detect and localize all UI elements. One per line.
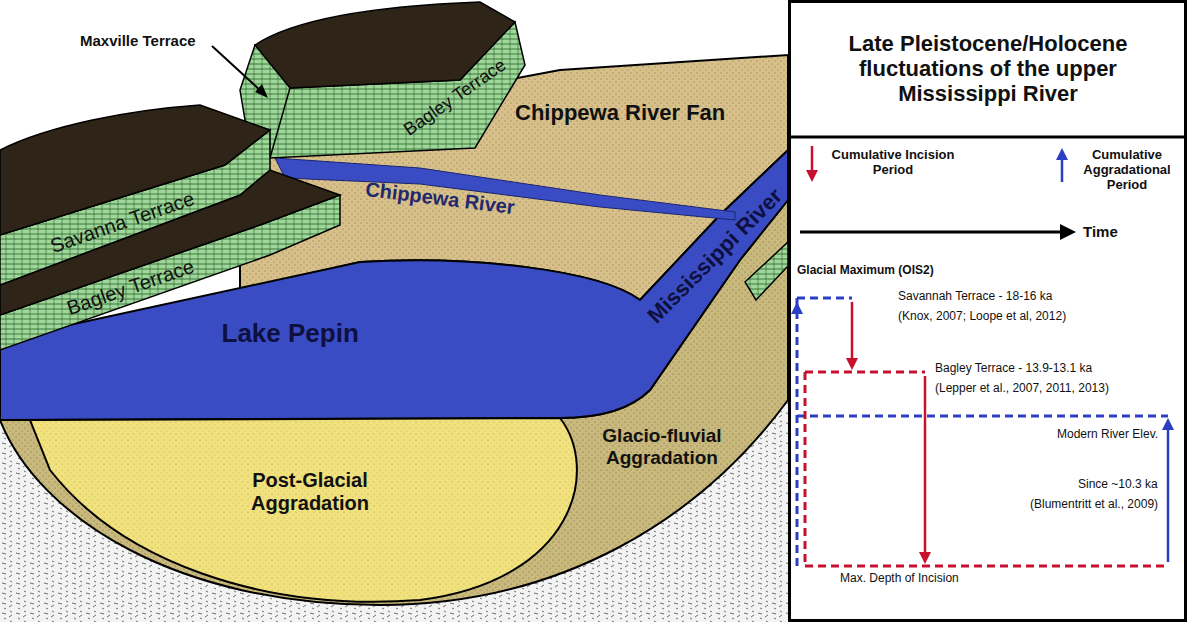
legend-label: Cumulative Aggradational Period [1072, 148, 1182, 193]
leader-arrowhead [255, 84, 268, 98]
period-label: Glacial Maximum (OIS2) [797, 264, 934, 278]
region-label: Bagley Terrace [400, 54, 510, 140]
period-label: Savannah Terrace - 18-16 ka [898, 290, 1053, 304]
citation-note: (Lepper et al., 2007, 2011, 2013) [935, 382, 1109, 396]
citation-note: (Knox, 2007; Loope et al, 2012) [898, 310, 1066, 324]
terrace-remnant [745, 242, 788, 300]
aggradation-level [797, 298, 1168, 566]
incision-arrow [851, 302, 854, 360]
aggradation-arrowhead [791, 302, 803, 314]
legend-arrowhead [1056, 148, 1068, 160]
level-label: Max. Depth of Incision [840, 572, 959, 586]
tributary-river [275, 158, 735, 220]
legend-arrow [1061, 158, 1064, 182]
legend-arrowhead [806, 170, 818, 182]
leader-line [212, 46, 262, 92]
panel-title: Late Pleistocene/Holocene fluctuations o… [818, 31, 1158, 107]
timeline-panel [789, 2, 1187, 621]
axis-label: Time [1083, 223, 1118, 240]
river-label: Mississippi River [642, 183, 787, 328]
lake-label: Lake Pepin [222, 319, 359, 349]
panel-frame [790, 2, 1186, 621]
legend-label: Cumulative Incision Period [828, 148, 958, 178]
region-label: Glacio-fluvial Aggradation [587, 425, 737, 469]
aggradation-arrow [1167, 428, 1170, 562]
river-label: Chippewa River [364, 177, 516, 218]
region-label: Savanna Terrace [47, 187, 197, 258]
incision-arrowhead [919, 552, 931, 564]
incision-arrowhead [846, 358, 858, 370]
level-label: Modern River Elev. [1057, 428, 1158, 442]
citation-note: (Blumentritt et al., 2009) [1030, 498, 1158, 512]
panel-divider [789, 136, 1187, 139]
aggradation-arrowhead [1162, 418, 1174, 430]
period-label: Bagley Terrace - 13.9-13.1 ka [935, 362, 1092, 376]
region-label: Bagley Terrace [63, 254, 196, 319]
legend-arrow [811, 146, 814, 172]
time-arrowhead [1060, 224, 1076, 240]
time-axis [800, 231, 1062, 234]
incision-arrow [924, 376, 927, 554]
region-label: Chippewa River Fan [515, 100, 725, 125]
callout-label: Maxville Terrace [80, 32, 196, 49]
incision-level [805, 372, 1168, 566]
region-label: Post-Glacial Aggradation [225, 469, 395, 515]
period-label: Since ~10.3 ka [1078, 478, 1158, 492]
cross-section [0, 2, 789, 622]
postglacial-fill [30, 418, 577, 602]
